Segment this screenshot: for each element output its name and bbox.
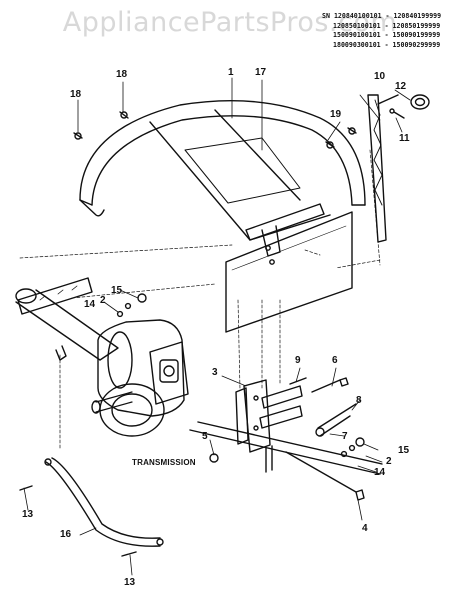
callout-18: 18: [116, 69, 128, 80]
serial-range-row: SN 120840100101 - 120840199999: [322, 12, 458, 22]
callout-3: 3: [212, 367, 218, 378]
callout-15: 15: [398, 445, 410, 456]
serial-range-row: 180090300101 - 150090299999: [322, 41, 458, 51]
phantom-lines: [19, 149, 381, 451]
callout-2: 2: [386, 456, 392, 467]
callout-15: 15: [111, 285, 123, 296]
callout-9: 9: [295, 355, 301, 366]
callout-1: 1: [228, 67, 234, 78]
serial-number-block: SN 120840100101 - 120840199999 120850100…: [322, 12, 458, 50]
callout-19: 19: [330, 109, 342, 120]
callout-2: 2: [100, 295, 106, 306]
leader-lines: [23, 77, 411, 576]
transmission-label: TRANSMISSION: [132, 458, 196, 467]
callout-16: 16: [60, 529, 72, 540]
support-brace: [19, 457, 164, 557]
callout-17: 17: [255, 67, 267, 78]
callout-12: 12: [395, 81, 407, 92]
serial-prefix: SN: [322, 12, 330, 20]
callout-6: 6: [332, 355, 338, 366]
serial-range: 150090100101 - 150090199999: [333, 31, 441, 39]
callout-5: 5: [202, 431, 208, 442]
hitch-bracket: [189, 377, 383, 501]
callout-11: 11: [399, 133, 410, 144]
callout-14: 14: [84, 299, 96, 310]
serial-range-row: 150090100101 - 150090199999: [322, 31, 458, 41]
callout-13: 13: [22, 509, 34, 520]
serial-range: 120850100101 - 120850199999: [333, 21, 441, 30]
tine-shield: [79, 99, 366, 333]
callout-4: 4: [362, 523, 368, 534]
serial-range: 180090300101 - 150090299999: [333, 40, 441, 49]
transmission-assembly: [15, 277, 189, 437]
depth-bar-assembly: [367, 94, 430, 243]
callout-13: 13: [124, 577, 136, 588]
callout-7: 7: [342, 431, 348, 442]
callout-18: 18: [70, 89, 82, 100]
serial-range: 120840100101 - 120840199999: [333, 12, 442, 20]
shield-screws: [73, 111, 357, 149]
callout-8: 8: [356, 395, 362, 406]
serial-range-row: 120850100101 - 120850199999: [322, 22, 458, 32]
callout-14: 14: [374, 467, 386, 478]
callout-10: 10: [374, 71, 386, 82]
